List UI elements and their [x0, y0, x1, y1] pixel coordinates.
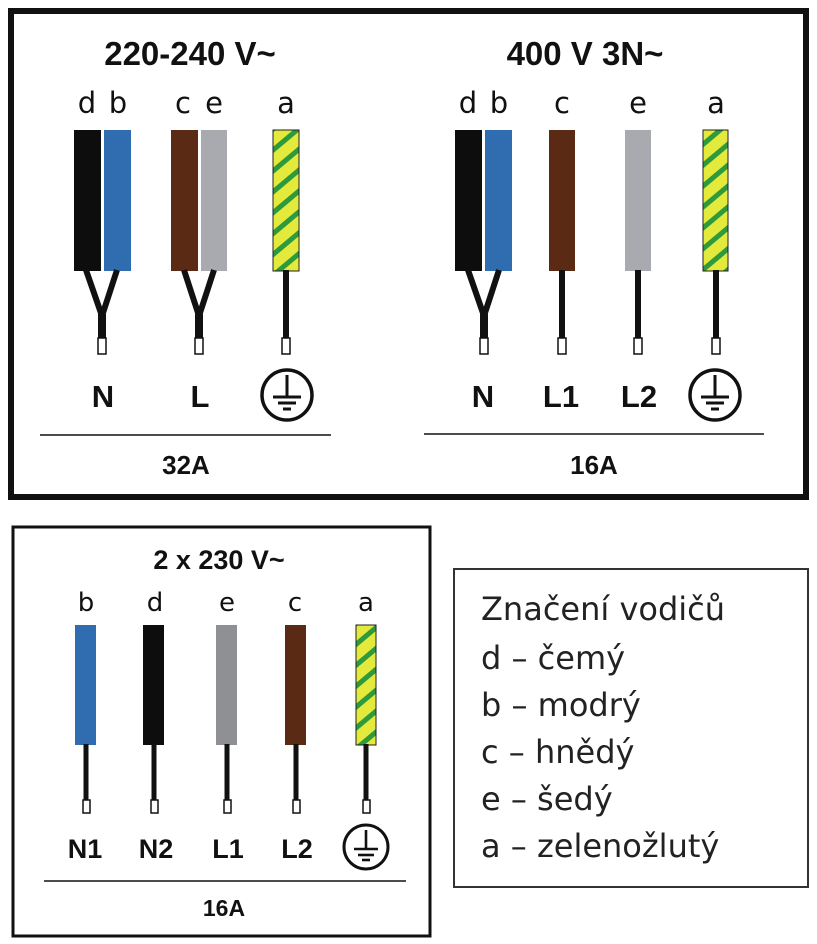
wire-join-n: [83, 269, 120, 319]
ground-icon: [342, 823, 390, 871]
wire-letter-b: b: [490, 86, 508, 120]
wire-black: [74, 130, 101, 271]
top-panel-frame: [8, 8, 809, 500]
wire-letter-b: b: [109, 86, 127, 120]
conductor-tip-pe: [281, 337, 291, 355]
current-rating: 32A: [162, 450, 210, 480]
legend-item: d – čemý: [481, 639, 625, 677]
conductor-tip-l: [194, 337, 204, 355]
legend-item: c – hnědý: [481, 733, 634, 771]
wire-letter-d: d: [459, 86, 477, 120]
wire-join-l: [181, 269, 217, 319]
wire-letter-d: d: [78, 86, 96, 120]
legend-item: e – šedý: [481, 780, 613, 818]
legend: Značení vodičů d – čemý b – modrý c – hn…: [481, 590, 725, 865]
three-phase-group: 400 V 3N~ d b c e a N L1 L2 16A: [424, 35, 764, 480]
conductor-tip-n: [479, 337, 489, 355]
terminal-label-n2: N2: [139, 834, 174, 864]
single-phase-group: 220-240 V~ d b c e a N L 32A: [40, 35, 331, 480]
wire-brown: [285, 625, 306, 745]
wire-letter-a: a: [707, 86, 725, 120]
wire-letter-a: a: [277, 86, 295, 120]
ground-icon: [688, 368, 742, 422]
conductor-tip-l2: [633, 337, 643, 355]
single-phase-title: 220-240 V~: [104, 35, 276, 72]
wire-blue: [75, 625, 96, 745]
terminal-label-n: N: [472, 379, 494, 414]
wire-green-yellow: [702, 129, 729, 272]
three-phase-title: 400 V 3N~: [507, 35, 664, 72]
wire-letter-e: e: [205, 86, 223, 120]
terminal-label-l1: L1: [543, 379, 579, 414]
wire-grey: [216, 625, 237, 745]
conductor-tip-l1: [557, 337, 567, 355]
legend-box: [453, 568, 809, 888]
conductor-tip-l2: [292, 799, 301, 814]
wire-letter-c: c: [554, 86, 570, 120]
terminal-label-l2: L2: [621, 379, 657, 414]
wire-black: [143, 625, 164, 745]
legend-title: Značení vodičů: [481, 590, 725, 628]
current-rating: 16A: [570, 450, 618, 480]
wire-grey: [201, 130, 227, 271]
wire-letter-c: c: [288, 588, 302, 618]
wire-green-yellow: [272, 129, 300, 272]
conductor-tip-l1: [223, 799, 232, 814]
conductor-tip-n2: [150, 799, 159, 814]
conductor-tip-pe: [362, 799, 371, 814]
wire-blue: [485, 130, 512, 271]
wire-letter-a: a: [358, 588, 374, 618]
wire-brown: [171, 130, 198, 271]
current-rating: 16A: [203, 895, 245, 921]
wire-letter-d: d: [147, 588, 164, 618]
wire-brown: [549, 130, 575, 271]
dual-phase-title: 2 x 230 V~: [153, 545, 284, 575]
legend-item: a – zelenožlutý: [481, 827, 719, 865]
conductor-tip-n: [97, 337, 107, 355]
wire-letter-b: b: [78, 588, 95, 618]
wire-letter-e: e: [629, 86, 647, 120]
terminal-label-l2: L2: [281, 834, 313, 864]
legend-item: b – modrý: [481, 686, 641, 724]
terminal-label-l1: L1: [212, 834, 244, 864]
dual-phase-group: 2 x 230 V~ b d e c a N1 N2 L1 L2: [44, 545, 406, 921]
wire-black: [455, 130, 482, 271]
ground-icon: [260, 368, 314, 422]
wire-letter-c: c: [175, 86, 191, 120]
wire-letter-e: e: [219, 588, 235, 618]
dual-phase-frame: [11, 525, 432, 938]
wire-join-n: [465, 269, 502, 319]
terminal-label-n1: N1: [68, 834, 103, 864]
terminal-label-l: L: [191, 379, 210, 414]
terminal-label-n: N: [92, 379, 114, 414]
wire-grey: [625, 130, 651, 271]
wire-blue: [104, 130, 131, 271]
conductor-tip-n1: [82, 799, 91, 814]
conductor-tip-pe: [711, 337, 721, 355]
wire-green-yellow: [355, 624, 377, 746]
